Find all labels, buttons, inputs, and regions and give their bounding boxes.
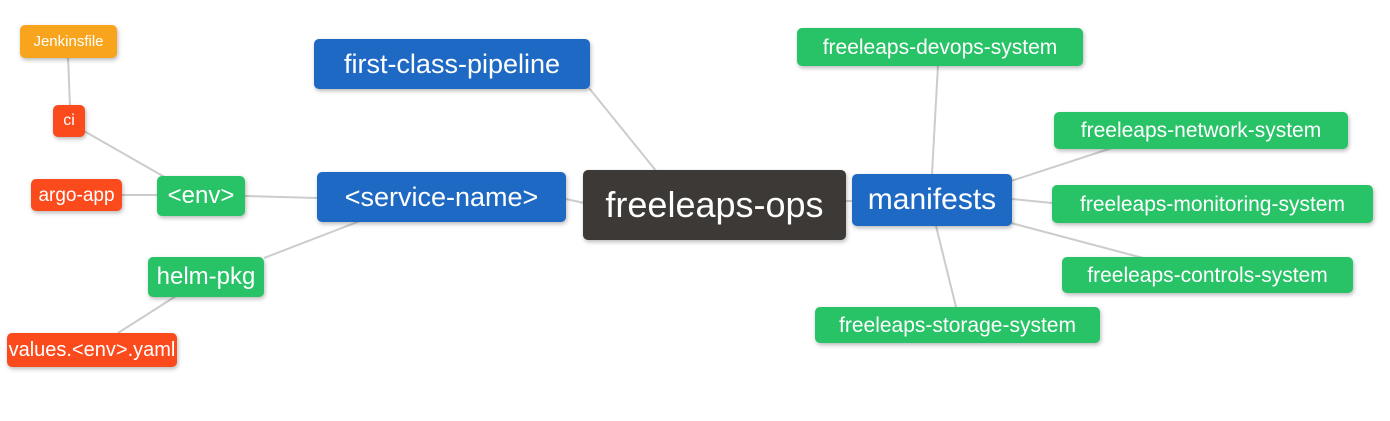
node-controls-system[interactable]: freeleaps-controls-system — [1062, 257, 1353, 293]
node-freeleaps-ops[interactable]: freeleaps-ops — [583, 170, 846, 240]
node-jenkinsfile[interactable]: Jenkinsfile — [20, 25, 117, 58]
node-service-name[interactable]: <service-name> — [317, 172, 566, 222]
node-label: first-class-pipeline — [343, 48, 561, 79]
node-label: argo-app — [38, 184, 115, 206]
edge-jenkinsfile-to-ci — [67, 56, 71, 107]
edge-manifests-to-monitoring-system — [1011, 198, 1053, 204]
node-first-class-pipeline[interactable]: first-class-pipeline — [314, 39, 590, 89]
node-label: <service-name> — [344, 181, 539, 212]
edge-manifests-to-controls-system — [1010, 222, 1144, 259]
node-label: freeleaps-devops-system — [822, 35, 1058, 59]
node-network-system[interactable]: freeleaps-network-system — [1054, 112, 1348, 149]
node-label: freeleaps-network-system — [1080, 119, 1322, 142]
node-label: manifests — [867, 183, 997, 216]
node-storage-system[interactable]: freeleaps-storage-system — [815, 307, 1100, 343]
edge-ci-to-env — [83, 130, 169, 180]
node-label: freeleaps-ops — [605, 184, 824, 225]
node-devops-system[interactable]: freeleaps-devops-system — [797, 28, 1083, 66]
edge-values-env-yaml-to-helm-pkg — [117, 295, 177, 334]
node-monitoring-system[interactable]: freeleaps-monitoring-system — [1052, 185, 1373, 223]
node-helm-pkg[interactable]: helm-pkg — [148, 257, 264, 297]
node-label: values.<env>.yaml — [8, 339, 176, 361]
node-label: freeleaps-controls-system — [1087, 263, 1328, 287]
edge-manifests-to-devops-system — [931, 64, 939, 175]
node-label: <env> — [167, 182, 235, 209]
edge-manifests-to-network-system — [1010, 147, 1113, 182]
node-values-env-yaml[interactable]: values.<env>.yaml — [7, 333, 177, 367]
node-label: ci — [63, 112, 75, 129]
node-env[interactable]: <env> — [157, 176, 245, 216]
node-argo-app[interactable]: argo-app — [31, 179, 122, 211]
node-ci[interactable]: ci — [53, 105, 85, 137]
edge-first-class-pipeline-to-freeleaps-ops — [588, 87, 658, 173]
node-label: Jenkinsfile — [33, 33, 104, 50]
edge-service-name-to-freeleaps-ops — [565, 198, 585, 204]
node-manifests[interactable]: manifests — [852, 174, 1012, 226]
node-label: freeleaps-monitoring-system — [1080, 192, 1345, 216]
node-label: freeleaps-storage-system — [839, 313, 1076, 337]
node-label: helm-pkg — [156, 263, 256, 290]
edge-helm-pkg-to-service-name — [263, 220, 361, 259]
edge-manifests-to-storage-system — [935, 225, 957, 308]
edge-env-to-service-name — [244, 195, 318, 199]
